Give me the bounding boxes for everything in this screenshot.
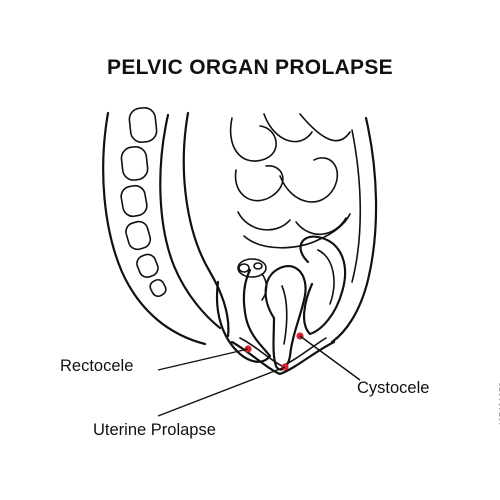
rectocele-pointer (157, 348, 249, 371)
uterine-prolapse-pointer (157, 366, 286, 417)
abdominal-wall (330, 116, 378, 344)
bladder (299, 235, 347, 336)
cystocele-pointer (299, 335, 361, 381)
intestine-loops (229, 113, 351, 249)
body-outline-back (182, 111, 230, 338)
sacrum-vertebrae (102, 107, 222, 346)
diagram-title: PELVIC ORGAN PROLAPSE (107, 56, 393, 79)
rectocele-label: Rectocele (60, 357, 134, 375)
ovary (237, 258, 268, 301)
uterine-prolapse-label: Uterine Prolapse (93, 421, 216, 439)
cystocele-label: Cystocele (357, 379, 430, 397)
uterus (264, 265, 307, 371)
rectum (215, 268, 272, 363)
